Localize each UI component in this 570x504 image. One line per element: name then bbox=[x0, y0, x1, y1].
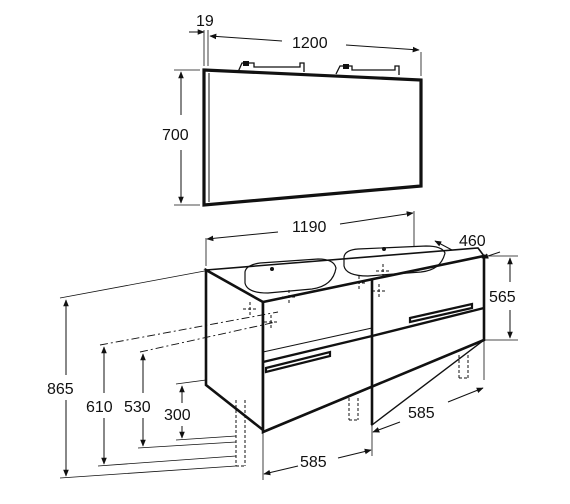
module-width-back-label: 585 bbox=[408, 405, 435, 422]
mirror-drawing: 19 1200 700 bbox=[162, 13, 423, 207]
leg-back-right bbox=[458, 355, 469, 379]
drain-height-b-label: 530 bbox=[124, 399, 151, 416]
body-height-label: 565 bbox=[489, 289, 516, 306]
leg-height-label: 300 bbox=[164, 407, 191, 424]
basin-left bbox=[244, 258, 337, 294]
mirror-depth-label: 19 bbox=[196, 13, 214, 30]
mirror-bracket-right bbox=[335, 64, 400, 75]
drain-mark-left bbox=[243, 290, 296, 329]
total-height-label: 865 bbox=[47, 381, 74, 398]
basin-right bbox=[343, 245, 446, 277]
drain-mark-right bbox=[352, 264, 390, 298]
vanity-depth-label: 460 bbox=[459, 233, 486, 250]
drawer-handle-bottom-left bbox=[264, 350, 332, 374]
mirror-height-label: 700 bbox=[162, 127, 189, 144]
vanity-width-label: 1190 bbox=[292, 219, 327, 236]
leg-front-right bbox=[348, 398, 359, 421]
module-width-front-label: 585 bbox=[300, 454, 327, 471]
leg-front-left bbox=[235, 400, 246, 467]
drawer-handle-top-right bbox=[408, 302, 474, 324]
vanity-drawing: 1190 460 565 865 610 530 300 5 bbox=[47, 211, 518, 480]
cabinet-body bbox=[203, 247, 486, 434]
mirror-bracket-left bbox=[237, 61, 305, 73]
mirror-width-label: 1200 bbox=[292, 35, 328, 52]
mirror-panel bbox=[202, 68, 423, 207]
drain-height-a-label: 610 bbox=[86, 399, 113, 416]
